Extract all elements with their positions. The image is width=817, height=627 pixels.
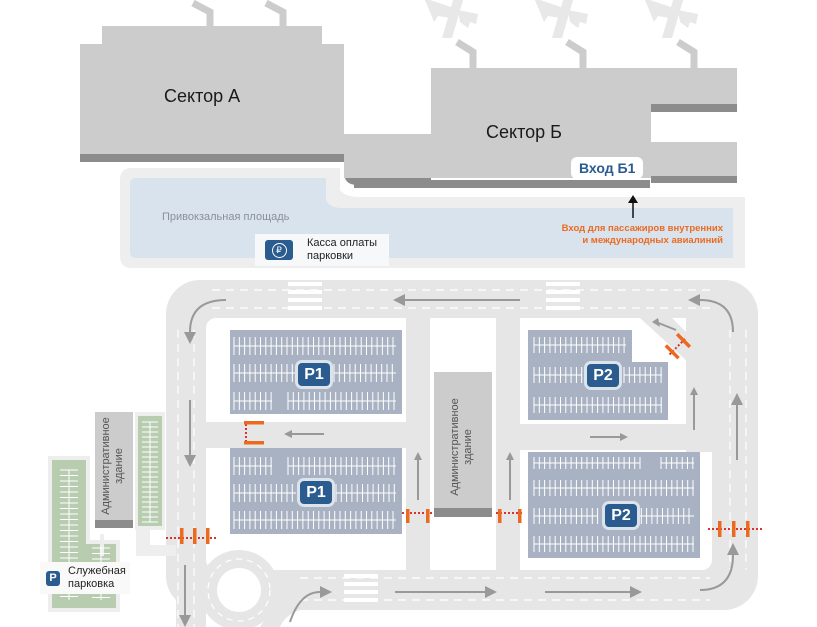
- payment-kiosk-line2: парковки: [307, 250, 354, 262]
- airplane-icons: [424, 0, 698, 38]
- admin-building-west-label: Административное здание: [100, 411, 128, 521]
- airplane-icon: [534, 0, 588, 38]
- entry-b1-badge[interactable]: Вход Б1: [571, 157, 644, 179]
- terminal-sector-a: [80, 26, 344, 162]
- service-parking-label: Служебная парковка: [68, 565, 126, 591]
- airplane-icon: [424, 0, 478, 38]
- admin-building-center: [434, 372, 492, 517]
- barriers: [166, 332, 762, 544]
- admin-building-center-line2: здание: [462, 429, 474, 465]
- barrier-east-gate: [708, 521, 762, 537]
- parking-badge-p2-north[interactable]: P2: [587, 364, 619, 387]
- parking-payment-kiosk[interactable]: ₽ Касса оплаты парковки: [255, 234, 389, 266]
- passenger-entry-note-line1: Вход для пассажиров внутренних: [561, 223, 723, 234]
- payment-kiosk-label: Касса оплаты парковки: [307, 237, 377, 263]
- barrier-center-west: [402, 509, 434, 523]
- entry-arrow-icon: [628, 195, 638, 218]
- admin-building-center-label: Административное здание: [449, 392, 477, 502]
- barrier-center-east: [496, 509, 524, 523]
- service-parking-line2: парковка: [68, 578, 115, 590]
- airplane-icon: [644, 0, 698, 38]
- admin-building-center-line1: Административное: [449, 398, 461, 496]
- station-plaza-label: Привокзальная площадь: [162, 211, 290, 223]
- ruble-icon: ₽: [265, 240, 293, 260]
- service-parking-legend[interactable]: P Служебная парковка: [40, 562, 130, 594]
- admin-building-west-line1: Административное: [100, 417, 112, 515]
- parking-icon: P: [46, 570, 60, 586]
- service-parking-line1: Служебная: [68, 565, 126, 577]
- parking-badge-p1-south[interactable]: P1: [300, 481, 332, 504]
- sector-b-label: Сектор Б: [486, 122, 562, 142]
- admin-building-west-line2: здание: [113, 448, 125, 484]
- ruble-symbol: ₽: [271, 242, 287, 258]
- parking-badge-p2-south[interactable]: P2: [605, 504, 637, 527]
- barrier-p1-exit: [244, 421, 264, 445]
- traffic-arrows: [184, 299, 738, 623]
- barrier-ramp: [664, 332, 692, 360]
- payment-kiosk-line1: Касса оплаты: [307, 237, 378, 249]
- parking-badge-p1-north[interactable]: P1: [298, 363, 330, 386]
- admin-building-west: [95, 412, 133, 528]
- arrow-heads: [179, 294, 743, 627]
- parking-stall-markings: [233, 337, 694, 552]
- passenger-entry-note: Вход для пассажиров внутренних и междуна…: [540, 223, 723, 247]
- barrier-west-gate: [166, 528, 218, 544]
- sector-a-label: Сектор А: [164, 86, 241, 106]
- terminal-sector-b: [344, 68, 737, 188]
- jet-bridges: [191, 0, 698, 70]
- crosswalks: [288, 282, 580, 602]
- passenger-entry-note-line2: и международных авиалиний: [582, 235, 723, 246]
